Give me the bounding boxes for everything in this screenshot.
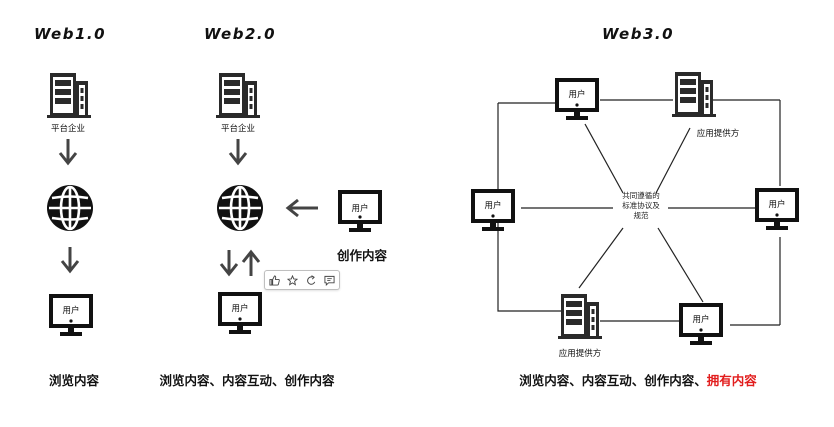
web3-caption-accent: 拥有内容	[707, 373, 758, 388]
thumbs-up-icon[interactable]	[267, 273, 281, 287]
reaction-toolbar	[264, 270, 340, 290]
comment-icon[interactable]	[323, 273, 337, 287]
web1-company-label: 平台企业	[51, 123, 85, 134]
web3-user-monitor-icon-left	[471, 189, 515, 233]
star-icon[interactable]	[286, 273, 300, 287]
web3-provider-label-top: 应用提供方	[697, 128, 740, 139]
web3-caption-main: 浏览内容、内容互动、创作内容、	[519, 373, 707, 388]
web3-user-monitor-icon-bottom	[679, 303, 723, 347]
web3-caption: 浏览内容、内容互动、创作内容、拥有内容	[519, 373, 757, 388]
web2-caption: 浏览内容、内容互动、创作内容	[159, 373, 335, 388]
web2-user-label: 用户	[231, 303, 248, 314]
center-label-line-1: 共同遵循的	[622, 190, 660, 200]
web3-provider-icon-top	[672, 72, 716, 117]
center-label-line-3: 规范	[634, 210, 649, 220]
arrow-up-icon	[241, 250, 261, 278]
web2-title: Web2.0	[204, 25, 276, 43]
web3-user-label-top: 用户	[568, 89, 585, 100]
arrow-left-icon	[285, 198, 318, 218]
web3-user-label-bottom: 用户	[692, 314, 709, 325]
web3-title: Web3.0	[602, 25, 674, 43]
web1-arrow-down-icon	[58, 137, 78, 165]
web2-user-monitor-icon	[218, 292, 262, 336]
web1-globe-icon	[45, 183, 95, 233]
web3-user-label-right: 用户	[768, 199, 785, 210]
web1-arrow-down-icon-2	[60, 245, 80, 273]
center-label-line-2: 标准协议及	[622, 200, 660, 210]
web3-user-monitor-icon-right	[755, 188, 799, 232]
web1-user-monitor-icon	[49, 294, 93, 338]
web1-company-icon	[47, 73, 91, 118]
web2-globe-icon	[215, 183, 265, 233]
web2-company-label: 平台企业	[221, 123, 255, 134]
web1-user-label: 用户	[62, 305, 79, 316]
web2-arrow-down-icon	[228, 137, 248, 165]
share-icon[interactable]	[304, 273, 318, 287]
web3-user-label-left: 用户	[484, 200, 501, 211]
web3-user-monitor-icon-top	[555, 78, 599, 122]
web2-arrow-down-icon-2	[219, 248, 239, 276]
web2-company-icon	[216, 73, 260, 118]
network-edges	[497, 99, 781, 326]
creator-label: 创作内容	[336, 248, 388, 263]
web1-caption: 浏览内容	[49, 373, 100, 388]
web3-provider-label-bottom: 应用提供方	[559, 348, 602, 359]
creator-user-label: 用户	[351, 203, 368, 214]
web3-provider-icon-bottom	[558, 294, 602, 339]
web1-title: Web1.0	[34, 25, 106, 43]
